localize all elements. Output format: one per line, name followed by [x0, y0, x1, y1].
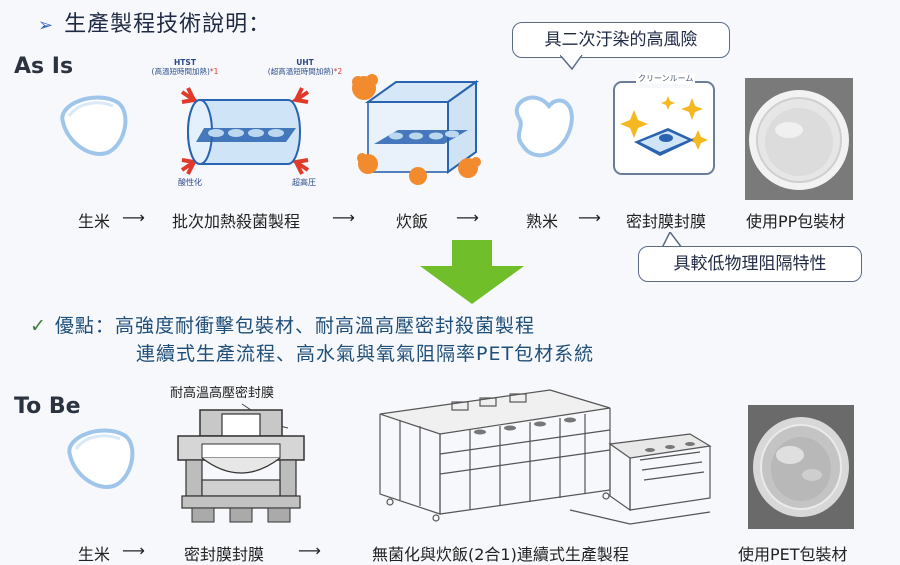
cleanroom-icon — [613, 74, 715, 175]
pressure-label: 超高圧 — [292, 178, 316, 187]
as-is-step-cooked-rice: 熟米 — [526, 212, 559, 231]
risk-callout-pointer — [560, 55, 583, 71]
flow-arrow-icon: ⟶ — [578, 208, 601, 227]
to-be-step-raw-rice: 生米 — [78, 545, 111, 564]
transition-down-arrow-icon — [420, 240, 524, 304]
advantages-block: ✓ 優點：高強度耐衝擊包裝材、耐高溫高壓密封殺菌製程 連續式生產流程、高水氣與氧氣… — [30, 312, 790, 368]
uht-label: UHT (超高溫短時間加熱)*2 — [260, 58, 350, 76]
advantages-text-2: 連續式生產流程、高水氣與氧氣阻隔率PET包材系統 — [136, 343, 595, 365]
uht-subtitle: (超高溫短時間加熱)*2 — [267, 67, 343, 76]
flow-arrow-icon: ⟶ — [456, 208, 479, 227]
uht-title: UHT — [296, 58, 314, 67]
advantages-line-1: ✓ 優點：高強度耐衝擊包裝材、耐高溫高壓密封殺菌製程 — [30, 312, 790, 340]
oxidation-label: 酸性化 — [178, 178, 202, 187]
barrier-callout-pointer — [661, 232, 683, 248]
pp-container-photo — [745, 78, 853, 200]
advantages-line-2: 連續式生產流程、高水氣與氧氣阻隔率PET包材系統 — [30, 340, 790, 368]
as-is-step-batch-sterilization: 批次加熱殺菌製程 — [172, 212, 301, 231]
sealing-mold-cross-section — [177, 403, 305, 523]
batch-heating-cylinder-illustration — [180, 87, 310, 175]
check-icon: ✓ — [30, 315, 47, 337]
risk-callout-text: 具二次汙染的高風險 — [544, 30, 698, 50]
cleanroom-label: クリーンルーム — [636, 73, 696, 84]
as-is-step-raw-rice: 生米 — [78, 212, 111, 231]
cooking-tray-box-illustration — [352, 74, 481, 185]
barrier-callout-text: 具較低物理阻隔特性 — [673, 254, 827, 274]
htst-title: HTST — [174, 58, 196, 67]
to-be-label: To Be — [14, 394, 81, 419]
pet-container-photo — [748, 405, 854, 529]
flow-arrow-icon: ⟶ — [298, 541, 321, 560]
to-be-step-continuous-process: 無菌化與炊飯(2合1)連續式生產製程 — [372, 545, 629, 564]
flow-arrow-icon: ⟶ — [122, 541, 145, 560]
risk-callout: 具二次汙染的高風險 — [512, 22, 730, 58]
cooked-rice-grain-icon — [514, 95, 574, 158]
raw-rice-grain-icon — [60, 95, 128, 156]
as-is-flow: 生米 ⟶ 批次加熱殺菌製程 ⟶ 炊飯 ⟶ 熟米 ⟶ 密封膜封膜 使用PP包裝材 — [78, 208, 878, 231]
triangle-bullet-icon: ➢ — [38, 15, 55, 36]
htst-label: HTST (高溫短時間加熱)*1 — [140, 58, 230, 76]
advantages-text-1: 高強度耐衝擊包裝材、耐高溫高壓密封殺菌製程 — [114, 315, 535, 337]
seal-film-label: 耐高溫高壓密封膜 — [170, 386, 275, 401]
as-is-label: As Is — [14, 54, 74, 79]
flow-arrow-icon: ⟶ — [122, 208, 145, 227]
raw-rice-grain-icon — [67, 428, 135, 489]
to-be-step-pet-packaging: 使用PET包裝材 — [738, 545, 848, 564]
page-title-text: 生產製程技術說明： — [64, 12, 272, 37]
barrier-callout: 具較低物理阻隔特性 — [638, 246, 862, 282]
to-be-flow: 生米 ⟶ 密封膜封膜 ⟶ 無菌化與炊飯(2合1)連續式生產製程 使用PET包裝材 — [78, 541, 888, 564]
page-title: ➢ 生產製程技術說明： — [38, 6, 271, 38]
flow-arrow-icon: ⟶ — [332, 208, 355, 227]
htst-subtitle: (高溫短時間加熱)*1 — [151, 67, 219, 76]
as-is-step-film-sealing: 密封膜封膜 — [626, 212, 707, 231]
to-be-step-film-sealing: 密封膜封膜 — [184, 545, 265, 564]
as-is-step-pp-packaging: 使用PP包裝材 — [746, 212, 846, 231]
advantages-prefix: 優點： — [54, 315, 115, 337]
as-is-step-cooking: 炊飯 — [396, 212, 429, 231]
continuous-production-line-illustration — [379, 389, 712, 525]
